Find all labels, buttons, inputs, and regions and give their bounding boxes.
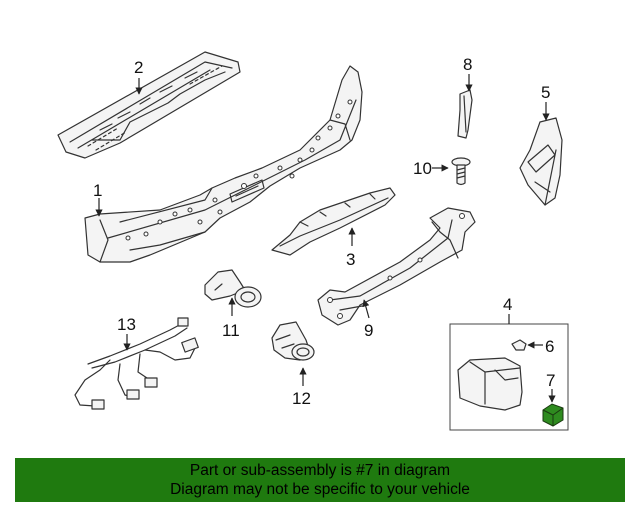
part-6-clip[interactable] [511,339,527,351]
callout-5: 5 [541,83,550,102]
part-5-side-bracket[interactable] [519,117,563,206]
callout-11: 11 [222,321,240,340]
part-13-wiring-harness[interactable] [74,317,199,410]
leader-lines [95,74,556,403]
parts-diagram: 2 1 3 8 5 10 9 11 12 13 4 6 7 [57,51,569,431]
callout-8: 8 [463,55,472,74]
callout-7: 7 [546,371,555,390]
part-7-highlighted[interactable] [542,403,564,427]
part-2-step-pad[interactable] [57,51,241,159]
part-11-sensor[interactable] [204,269,262,308]
banner-line-2: Diagram may not be specific to your vehi… [170,481,470,498]
callout-13: 13 [117,315,136,334]
callout-labels: 2 1 3 8 5 10 9 11 12 13 4 6 7 [93,55,555,408]
part-8-bracket[interactable] [457,89,473,139]
callout-3: 3 [346,250,355,269]
callout-1: 1 [93,181,102,200]
part-12-sensor-holder[interactable] [271,321,315,361]
part-10-bolt[interactable] [451,157,471,186]
part-3-lower-cover[interactable] [271,187,396,256]
callout-6: 6 [545,337,554,356]
part-4-assembly[interactable] [457,357,523,411]
banner-line-1: Part or sub-assembly is #7 in diagram [189,462,451,479]
callout-12: 12 [292,389,311,408]
callout-9: 9 [364,321,373,340]
callout-10: 10 [413,159,432,178]
callout-4: 4 [503,295,512,314]
callout-2: 2 [134,58,143,77]
part-9-bracket-rail[interactable] [317,207,476,326]
part-1-rear-bumper[interactable] [84,65,363,263]
info-banner: Part or sub-assembly is #7 in diagram Di… [15,458,625,502]
